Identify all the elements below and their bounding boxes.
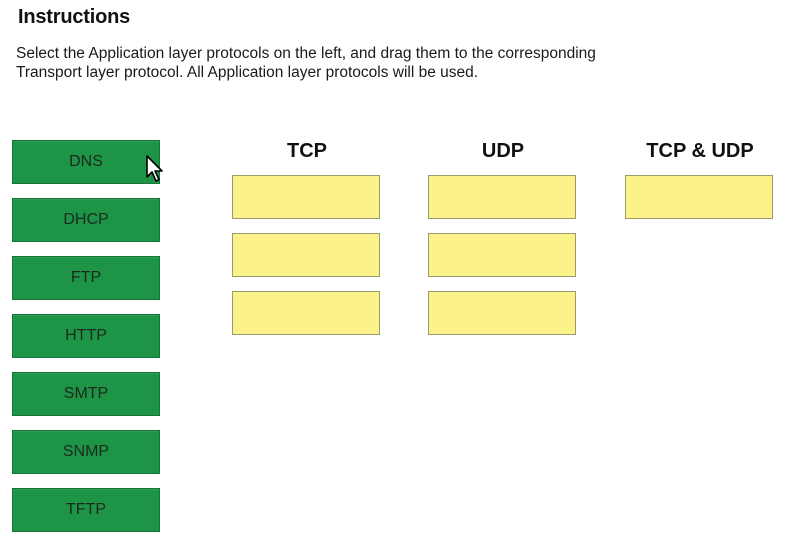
protocol-label: SMTP (63, 385, 109, 402)
protocol-label: DNS (69, 153, 103, 170)
page-title: Instructions (18, 6, 131, 28)
udp-drop-slot-1[interactable] (428, 175, 576, 219)
udp-header: UDP (481, 140, 525, 162)
protocol-label: TFTP (66, 501, 106, 518)
udp-drop-slot-3[interactable] (428, 291, 576, 335)
tcp-udp-drop-slot-1[interactable] (625, 175, 773, 219)
protocol-tftp[interactable]: TFTP (12, 488, 160, 532)
protocol-ftp[interactable]: FTP (12, 256, 160, 300)
instructions-line-1: Select the Application layer protocols o… (16, 45, 596, 62)
tcp-udp-header: TCP & UDP (646, 140, 754, 162)
tcp-drop-slot-2[interactable] (232, 233, 380, 277)
udp-drop-slot-2[interactable] (428, 233, 576, 277)
protocol-dhcp[interactable]: DHCP (12, 198, 160, 242)
protocol-label: SNMP (62, 443, 110, 460)
protocol-dns[interactable]: DNS (12, 140, 160, 184)
tcp-drop-slot-3[interactable] (232, 291, 380, 335)
protocol-http[interactable]: HTTP (12, 314, 160, 358)
tcp-header: TCP (287, 140, 327, 162)
protocol-label: HTTP (65, 327, 107, 344)
protocol-label: FTP (70, 269, 102, 286)
protocol-label: DHCP (63, 211, 109, 228)
instructions-text: Select the Application layer protocols o… (16, 44, 756, 82)
protocol-smtp[interactable]: SMTP (12, 372, 160, 416)
protocol-snmp[interactable]: SNMP (12, 430, 160, 474)
tcp-drop-slot-1[interactable] (232, 175, 380, 219)
instructions-line-2: Transport layer protocol. All Applicatio… (16, 64, 479, 81)
